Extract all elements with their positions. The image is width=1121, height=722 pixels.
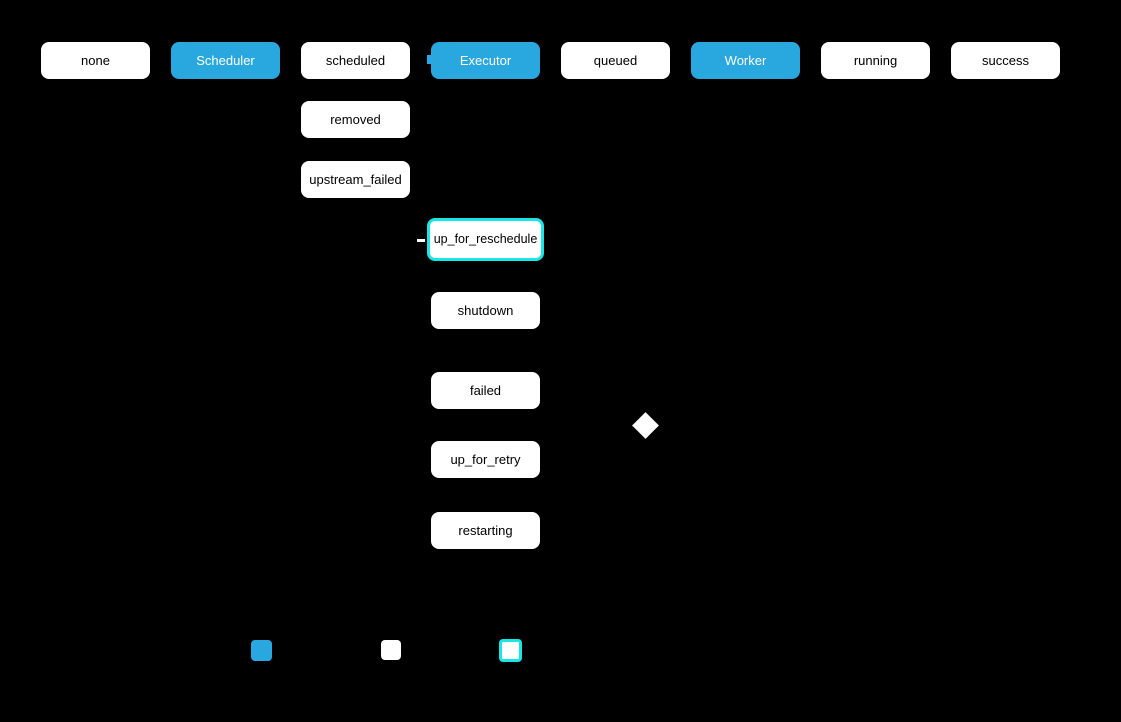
state-upstream-failed: upstream_failed xyxy=(301,161,410,198)
state-none: none xyxy=(41,42,150,79)
legend-component-swatch-icon xyxy=(251,640,272,661)
component-scheduler: Scheduler xyxy=(171,42,280,79)
state-up-for-retry: up_for_retry xyxy=(431,441,540,478)
state-failed: failed xyxy=(431,372,540,409)
component-worker: Worker xyxy=(691,42,800,79)
state-removed: removed xyxy=(301,101,410,138)
state-up-for-reschedule-highlighted: up_for_reschedule xyxy=(427,218,544,261)
arrow-fragment-up-for-reschedule xyxy=(417,239,425,242)
decision-diamond-icon xyxy=(632,412,659,439)
state-scheduled: scheduled xyxy=(301,42,410,79)
component-executor: Executor xyxy=(431,42,540,79)
state-restarting: restarting xyxy=(431,512,540,549)
legend-highlighted-state-swatch-icon xyxy=(499,639,522,662)
state-shutdown: shutdown xyxy=(431,292,540,329)
legend-state-swatch-icon xyxy=(381,640,401,660)
state-running: running xyxy=(821,42,930,79)
state-queued: queued xyxy=(561,42,670,79)
arrowhead-fragment-executor xyxy=(427,55,431,64)
state-success: success xyxy=(951,42,1060,79)
